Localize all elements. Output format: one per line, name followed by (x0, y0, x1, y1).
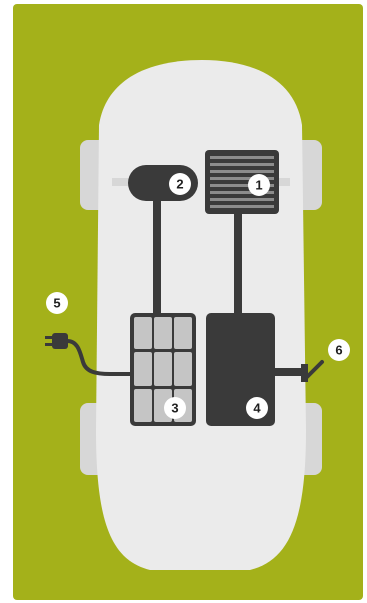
line-1-to-4 (234, 212, 242, 314)
component-1 (205, 150, 279, 214)
callout-2: 2 (169, 173, 191, 195)
car-body (96, 60, 306, 570)
callout-6: 6 (328, 339, 350, 361)
charge-port-icon (301, 360, 324, 382)
callout-5: 5 (46, 292, 68, 314)
callout-3: 3 (164, 397, 186, 419)
line-2-to-3 (153, 196, 161, 318)
charging-cable (65, 339, 134, 376)
front-axle-left (112, 178, 132, 186)
callout-3-label: 3 (171, 401, 178, 416)
callout-5-label: 5 (53, 296, 60, 311)
callout-4: 4 (246, 397, 268, 419)
callout-2-label: 2 (176, 177, 183, 192)
line-4-to-6 (275, 368, 302, 376)
callout-4-label: 4 (253, 401, 261, 416)
plug-icon (45, 333, 68, 349)
callout-6-label: 6 (335, 343, 342, 358)
callout-1-label: 1 (255, 178, 262, 193)
component-3 (130, 313, 196, 426)
callout-1: 1 (248, 174, 270, 196)
front-axle-right (272, 178, 290, 186)
